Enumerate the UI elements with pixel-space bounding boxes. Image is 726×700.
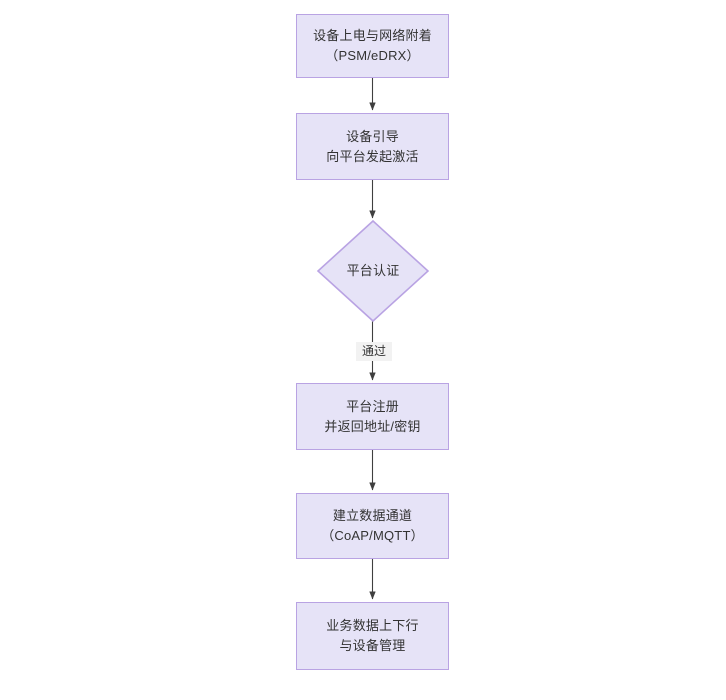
node-establish-data-channel[interactable]: 建立数据通道 （CoAP/MQTT） <box>296 493 449 559</box>
node-label: 平台注册 并返回地址/密钥 <box>324 398 421 434</box>
node-label: 业务数据上下行 与设备管理 <box>326 618 419 653</box>
node-label: 设备引导 向平台发起激活 <box>326 128 419 164</box>
decision-node-shape-platform-auth[interactable] <box>316 219 430 323</box>
node-label: 建立数据通道 （CoAP/MQTT） <box>321 508 424 543</box>
node-device-power-on[interactable]: 设备上电与网络附着 （PSM/eDRX） <box>296 14 449 78</box>
node-platform-auth[interactable]: 平台认证 <box>318 221 428 321</box>
node-label: 设备上电与网络附着 （PSM/eDRX） <box>313 28 432 63</box>
edge-label-pass: 通过 <box>356 342 392 361</box>
node-platform-register[interactable]: 平台注册 并返回地址/密钥 <box>296 383 449 450</box>
node-device-bootstrap[interactable]: 设备引导 向平台发起激活 <box>296 113 449 180</box>
node-business-data-and-device-management[interactable]: 业务数据上下行 与设备管理 <box>296 602 449 670</box>
node-label: 平台认证 <box>346 263 400 278</box>
edge-label-text: 通过 <box>361 344 386 358</box>
